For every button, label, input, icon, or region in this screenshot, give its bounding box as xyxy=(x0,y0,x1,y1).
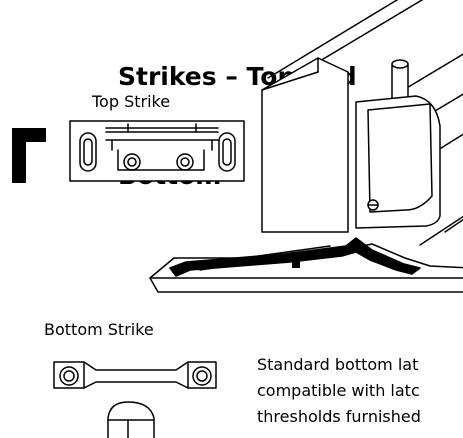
bottom-strike-label: Bottom Strike xyxy=(44,320,154,339)
top-strike-label: Top Strike xyxy=(92,92,171,111)
bottom-strike-profile xyxy=(107,401,155,438)
bottom-latch-note: Standard bottom lat compatible with latc… xyxy=(257,352,421,430)
top-strike-profile-icon xyxy=(12,128,46,183)
note-line-1: Standard bottom lat xyxy=(257,355,419,374)
bottom-strike-plate xyxy=(53,361,217,389)
threshold xyxy=(149,237,463,293)
top-strike-plate xyxy=(69,120,245,182)
note-line-3: thresholds furnished xyxy=(257,407,421,426)
latch-body xyxy=(355,59,441,229)
note-line-2: compatible with latc xyxy=(257,381,420,400)
